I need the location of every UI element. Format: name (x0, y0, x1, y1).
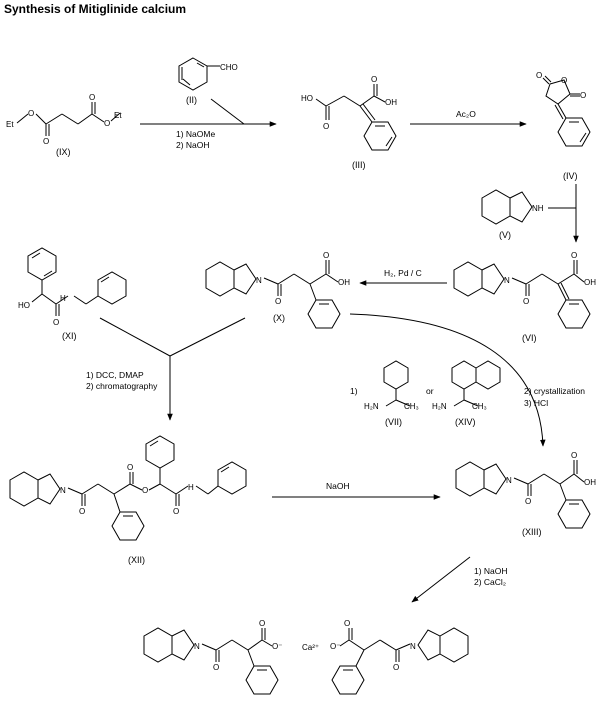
carbonyl-oxygen-left: O (43, 137, 49, 146)
cond-step4: H₂, Pd / C (384, 268, 422, 278)
acid-carbonyl-x: O (323, 251, 329, 260)
carbonyl-xi: O (53, 318, 59, 327)
compound-v-label: (V) (499, 230, 511, 240)
compound-xiv-label: (XIV) (455, 417, 476, 427)
cond-step7-line1: 1) NaOH (474, 566, 508, 576)
methyl-vii: CH₃ (404, 402, 419, 411)
arrow-x-to-xiii (349, 313, 546, 447)
carbonyl-iii-right: O (371, 75, 377, 84)
compound-xiii-structure: N O O OH (455, 451, 596, 529)
amide-nh-xii: H (188, 483, 194, 492)
compound-iv-structure: O O O (536, 71, 591, 147)
amine-nh: NH (532, 204, 544, 213)
compound-ix-label: (IX) (56, 147, 71, 157)
acid-oh-xiii: OH (584, 478, 596, 487)
cond-step7-line2: 2) CaCl₂ (474, 577, 506, 587)
ester-oxygen-xii: O (142, 486, 148, 495)
cond-resolve-1: 1) (350, 386, 358, 396)
compound-iii-structure: HO O O OH (301, 75, 397, 151)
carbonyl-final-right: O (393, 663, 399, 672)
carboxylate-ominus-left: O⁻ (272, 642, 282, 651)
compound-xi-structure: HO O H (18, 247, 127, 327)
amide-n-x: N (256, 276, 262, 285)
carbonyl-xii-amide: O (173, 507, 179, 516)
compound-xiv-structure: H₂N CH₃ (432, 360, 501, 411)
merge-line-x (169, 317, 246, 357)
carboxylate-o-left: O (259, 619, 265, 628)
ring-oxygen-iv: O (561, 76, 567, 85)
carboxylate-ominus-right: O⁻ (330, 642, 340, 651)
carbonyl-oxygen-right: O (89, 93, 95, 102)
compound-vii-label: (VII) (385, 417, 402, 427)
methyl-xiv: CH₃ (472, 402, 487, 411)
cond-resolve-or: or (426, 386, 434, 396)
cond-step6: NaOH (326, 481, 350, 491)
amide-n-final-right: N (410, 642, 416, 651)
cond-step5-line2: 2) chromatography (86, 381, 158, 391)
acid-oh-vi: OH (584, 278, 596, 287)
compound-v-structure: NH (481, 189, 544, 225)
cond-step1-line1: 1) NaOMe (176, 129, 215, 139)
amide-n-vi: N (504, 276, 510, 285)
carbonyl-iii-left: O (323, 122, 329, 131)
hydroxyl-iii-left: HO (301, 94, 313, 103)
carboxylate-o-right: O (344, 619, 350, 628)
compound-xii-label: (XII) (128, 555, 145, 565)
compound-ix-structure: Et O O O O Et (6, 93, 122, 146)
compound-xiii-label: (XIII) (522, 527, 542, 537)
compound-xi-label: (XI) (62, 331, 77, 341)
final-anion-left: N O O O⁻ (143, 619, 282, 695)
ethyl-label-left: Et (6, 120, 14, 129)
ester-oxygen-left: O (28, 109, 34, 118)
aldehyde-group: CHO (220, 63, 238, 72)
amide-nh-xi: H (60, 294, 66, 303)
calcium-ion: Ca²⁺ (302, 643, 319, 652)
acid-oh-x: OH (338, 278, 350, 287)
compound-x-structure: N O O OH (205, 251, 350, 329)
amide-n-xiii: N (506, 476, 512, 485)
ethyl-label-right: Et (114, 111, 122, 120)
scheme-title: Synthesis of Mitiglinide calcium (4, 2, 186, 16)
compound-x-label: (X) (273, 313, 285, 323)
amide-n-final-left: N (194, 642, 200, 651)
cond-resolve-line3: 3) HCl (524, 398, 548, 408)
arrow-xiii-to-final (411, 556, 471, 603)
carbonyl-iv-left: O (536, 71, 542, 80)
compound-vii-structure: H₂N CH₃ (364, 360, 419, 411)
compound-iii-label: (III) (352, 160, 366, 170)
carbonyl-vi: O (523, 297, 529, 306)
cond-step2: Ac₂O (456, 109, 476, 119)
carbonyl-final-left: O (213, 663, 219, 672)
hydroxyl-iii-right: OH (385, 98, 397, 107)
compound-iv-label: (IV) (563, 171, 578, 181)
acid-carbonyl-vi: O (571, 251, 577, 260)
compound-vi-label: (VI) (522, 333, 537, 343)
amine-vii: H₂N (364, 402, 379, 411)
merge-line-xi (99, 317, 171, 357)
cond-step5-line1: 1) DCC, DMAP (86, 370, 144, 380)
compound-xii-structure: N O O O O H (9, 435, 247, 541)
final-anion-right: O O⁻ O N (330, 619, 469, 695)
carbonyl-xiii: O (525, 497, 531, 506)
cond-step1-line2: 2) NaOH (176, 140, 210, 150)
carbonyl-iv-right: O (580, 91, 586, 100)
hydroxyl-xi: HO (18, 301, 30, 310)
compound-ii-label: (II) (186, 95, 197, 105)
ester-oxygen-right: O (104, 119, 110, 128)
amide-n-xii: N (60, 486, 66, 495)
amine-xiv: H₂N (432, 402, 447, 411)
carbonyl-xii-ester: O (127, 463, 133, 472)
cond-resolve-line2: 2) crystallization (524, 386, 585, 396)
compound-vi-structure: N O O OH (453, 251, 596, 329)
acid-carbonyl-xiii: O (571, 451, 577, 460)
carbonyl-xii-left: O (79, 507, 85, 516)
compound-ii-structure: CHO (178, 57, 238, 91)
carbonyl-x: O (275, 297, 281, 306)
